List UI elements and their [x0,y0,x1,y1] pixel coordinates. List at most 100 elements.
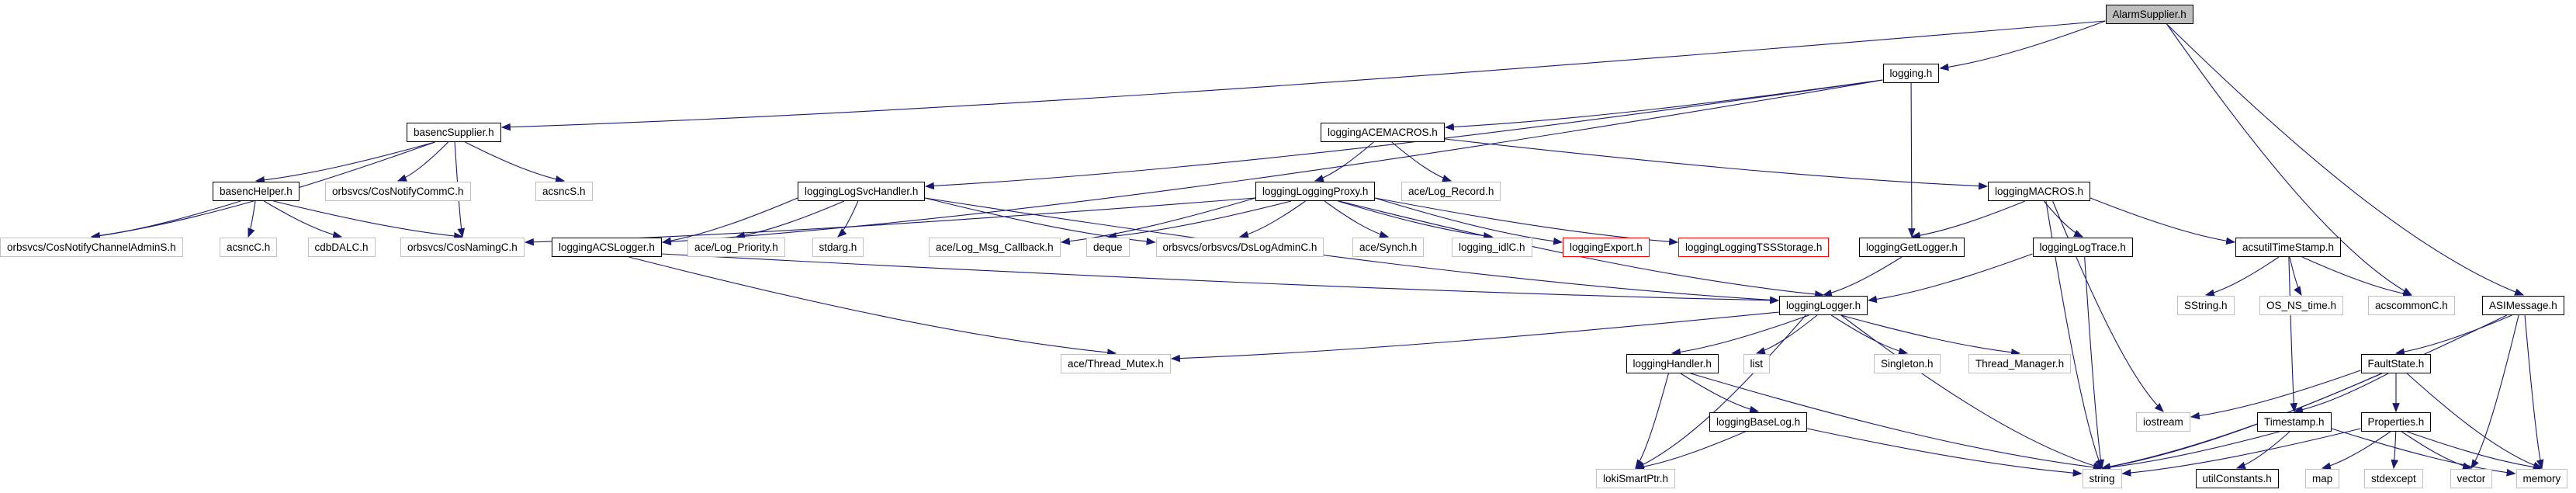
node-string: string [2082,469,2122,488]
include-edge [254,141,435,184]
include-edge [2470,314,2519,470]
include-edge [1391,141,1452,182]
include-edge [2289,256,2302,297]
include-edge [1690,373,2103,471]
include-edge [1755,314,1818,355]
include-edge [524,197,1256,246]
include-edge [2407,431,2543,471]
include-edge [1444,79,1883,131]
node-os-ns-time-h: OS_NS_time.h [2259,296,2344,315]
include-edge [1910,200,2026,240]
node-loggingexport-h[interactable]: loggingExport.h [1563,238,1650,257]
include-edge [661,253,1780,304]
node-orbsvcs-cosnotifychanneladmins-h: orbsvcs/CosNotifyChannelAdminS.h [0,238,183,257]
include-edge [2406,373,2543,469]
node-faultstate-h[interactable]: FaultState.h [2360,354,2432,373]
include-edge [2084,256,2105,470]
include-edge [2524,314,2544,470]
include-edge [1840,314,2103,470]
include-edge [1867,253,2033,304]
include-edge [924,197,1780,304]
include-edge [1238,200,1306,238]
include-edge [924,79,1883,190]
include-edge [1635,373,1669,469]
node-logginghandler-h[interactable]: loggingHandler.h [1626,354,1719,373]
node-orbsvcs-cosnamingc-h: orbsvcs/CosNamingC.h [400,238,525,257]
node-memory: memory [2515,469,2568,488]
include-edge [1671,314,1809,356]
include-edge [273,200,464,240]
node-logging-h[interactable]: logging.h [1882,64,1940,83]
node-stdarg-h: stdarg.h [812,238,864,257]
node-acsncc-h: acsncC.h [220,238,278,257]
include-edge [1060,197,1256,245]
include-edge [628,256,1117,356]
node-loggingmacros-h[interactable]: loggingMACROS.h [1988,182,2091,201]
include-edge [500,20,2106,131]
node-loggingacslogger-h[interactable]: loggingACSLogger.h [552,238,662,257]
node-asimessage-h[interactable]: ASIMessage.h [2482,296,2564,315]
node-logginglogger-h[interactable]: loggingLogger.h [1779,296,1868,315]
node-lokismartptr-h: lokiSmartPtr.h [1596,469,1676,488]
node-timestamp-h[interactable]: Timestamp.h [2257,412,2332,432]
include-edge [1680,373,1760,414]
include-edge [2331,428,2516,477]
include-edge [2100,373,2383,470]
include-edge [1908,82,1916,238]
node-loggingacemacros-h[interactable]: loggingACEMACROS.h [1321,123,1445,142]
node-sstring-h: SString.h [2177,296,2235,315]
include-edge [735,200,845,239]
include-edge [1374,197,1563,245]
node-ace-thread-mutex-h: ace/Thread_Mutex.h [1061,354,1171,373]
node-logginggetlogger-h[interactable]: loggingGetLogger.h [1859,238,1965,257]
include-edge [1822,256,1903,297]
node-basenchelper-h[interactable]: basencHelper.h [213,182,299,201]
include-edge [2121,428,2361,477]
node-loggingloggingtssstorage-h[interactable]: loggingLoggingTSSStorage.h [1678,238,1830,257]
include-edge [1830,314,1909,356]
node-acscommonc-h: acscommonC.h [2368,296,2455,315]
node-utilconstants-h[interactable]: utilConstants.h [2195,469,2279,488]
include-edge [1840,314,2021,356]
node-properties-h[interactable]: Properties.h [2360,412,2432,432]
node-loggingbaselog-h[interactable]: loggingBaseLog.h [1709,412,1808,432]
include-edge [2288,256,2298,413]
include-edge [1634,314,1806,469]
include-edge [2235,431,2290,470]
include-edge [1939,20,2106,71]
node-logging-idlc-h: logging_idlC.h [1452,238,1532,257]
node-ace-log-priority-h: ace/Log_Priority.h [687,238,785,257]
include-edge [2394,314,2512,356]
include-edge [2166,23,2413,296]
include-edge [1338,200,1494,240]
include-edge [2293,373,2389,414]
node-iostream: iostream [2136,412,2190,432]
node-logginglogsvchandler-h[interactable]: loggingLogSvcHandler.h [798,182,926,201]
include-edge [1170,311,1780,363]
include-edge [1634,431,1746,470]
node-acsutiltimestamp-h[interactable]: acsutilTimeStamp.h [2235,238,2342,257]
node-thread-manager-h: Thread_Manager.h [1968,354,2072,373]
node-ace-synch-h: ace/Synch.h [1352,238,1425,257]
node-loggingloggingproxy-h[interactable]: loggingLoggingProxy.h [1255,182,1376,201]
include-edge [661,197,798,245]
node-orbsvcs-cosnotifycommc-h: orbsvcs/CosNotifyCommC.h [325,182,471,201]
include-edge [465,141,566,183]
include-edge [2043,200,2084,238]
node-basencsupplier-h[interactable]: basencSupplier.h [407,123,501,142]
include-edge [1374,197,1679,246]
node-logginglogtrace-h[interactable]: loggingLogTrace.h [2032,238,2133,257]
include-edge [1314,141,1374,182]
node-alarmsupplier-h: AlarmSupplier.h [2105,5,2193,24]
node-singleton-h: Singleton.h [1874,354,1941,373]
include-edge [2391,431,2399,470]
include-edge [2052,200,2164,412]
include-edge [248,200,256,238]
node-map: map [2305,469,2340,488]
include-edge [1806,428,2083,477]
node-acsncs-h: acsncS.h [535,182,593,201]
include-edge [2190,370,2361,420]
include-edge [2204,256,2280,297]
include-edge [2100,431,2280,471]
